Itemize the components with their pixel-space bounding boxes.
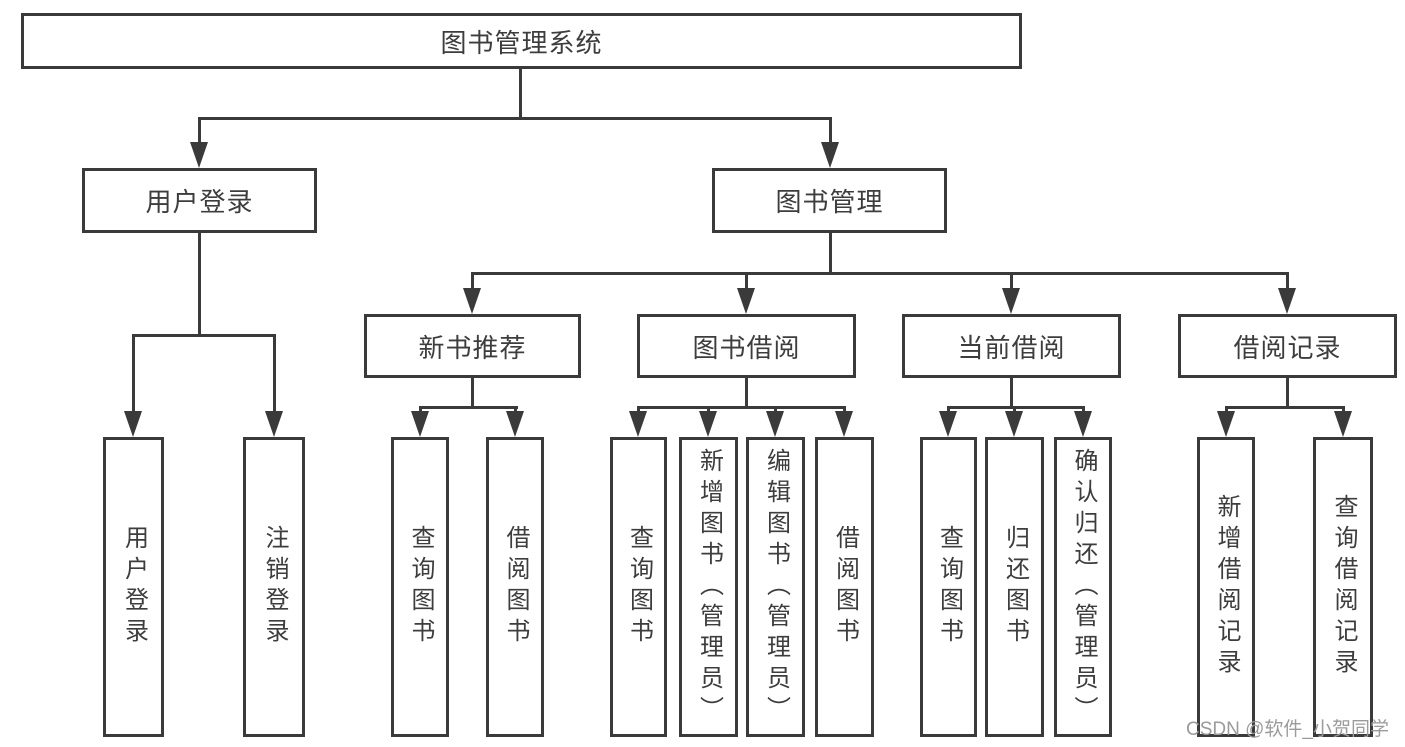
connector-drop-leaf-logout (273, 334, 276, 412)
connector-borrow-records-bar (1225, 406, 1344, 409)
connector-drop-book-management (829, 117, 832, 147)
connector-book-borrow-bar (637, 406, 846, 409)
connector-drop-new-book-recommend (471, 272, 474, 292)
arrow-to-current-query-icon (939, 411, 957, 437)
connector-root-trunk (519, 69, 522, 118)
connector-root-bar (198, 117, 832, 120)
arrow-to-recommend-borrow-icon (506, 411, 524, 437)
node-root-library-management-system: 图书管理系统 (21, 13, 1022, 69)
arrow-to-current-return-icon (1005, 411, 1023, 437)
node-book-management: 图书管理 (712, 168, 947, 233)
arrow-to-book-management-icon (821, 142, 839, 168)
arrow-to-borrow-borrow-icon (835, 411, 853, 437)
leaf-logout-login: 注销登录 (243, 437, 305, 737)
arrow-to-leaf-user-login-icon (124, 411, 142, 437)
node-book-borrow: 图书借阅 (637, 314, 856, 378)
node-new-book-recommend: 新书推荐 (364, 314, 581, 378)
connector-drop-current-borrow (1010, 272, 1013, 292)
connector-user-login-stub (198, 233, 201, 335)
connector-level3-bar (471, 272, 1289, 275)
watermark: CSDN @软件_小贺同学 (1186, 719, 1389, 740)
arrow-to-borrow-records-icon (1278, 288, 1296, 314)
arrow-to-recommend-query-icon (411, 411, 429, 437)
arrow-to-user-login-icon (190, 142, 208, 168)
connector-book-borrow-stub (745, 378, 748, 407)
leaf-borrow-add-books-admin: 新增图书（管理员） (679, 437, 738, 737)
node-user-login: 用户登录 (82, 168, 317, 233)
arrow-to-current-borrow-icon (1002, 288, 1020, 314)
arrow-to-new-book-recommend-icon (463, 288, 481, 314)
arrow-to-borrow-edit-icon (766, 411, 784, 437)
connector-book-management-stub (829, 233, 832, 273)
leaf-current-confirm-return-admin: 确认归还（管理员） (1054, 437, 1112, 737)
connector-new-book-recommend-bar (419, 406, 518, 409)
connector-drop-borrow-records (1286, 272, 1289, 292)
arrow-to-current-confirm-icon (1074, 411, 1092, 437)
connector-drop-leaf-user-login (132, 334, 135, 412)
arrow-to-book-borrow-icon (737, 288, 755, 314)
connector-current-borrow-stub (1010, 378, 1013, 407)
connector-drop-user-login (198, 117, 201, 147)
node-current-borrow: 当前借阅 (902, 314, 1121, 378)
arrow-to-records-query-icon (1334, 411, 1352, 437)
arrow-to-leaf-logout-icon (265, 411, 283, 437)
connector-drop-book-borrow (745, 272, 748, 292)
node-borrow-records: 借阅记录 (1178, 314, 1397, 378)
leaf-borrow-query-books: 查询图书 (610, 437, 667, 737)
leaf-recommend-query-books: 查询图书 (391, 437, 449, 737)
connector-new-book-recommend-stub (471, 378, 474, 407)
connector-borrow-records-stub (1286, 378, 1289, 407)
leaf-records-query-borrow-record: 查询借阅记录 (1313, 437, 1373, 737)
arrow-to-borrow-add-icon (699, 411, 717, 437)
arrow-to-records-add-icon (1217, 411, 1235, 437)
leaf-recommend-borrow-books: 借阅图书 (486, 437, 544, 737)
leaf-user-login: 用户登录 (103, 437, 164, 737)
leaf-current-query-books: 查询图书 (920, 437, 977, 737)
leaf-borrow-borrow-books: 借阅图书 (815, 437, 874, 737)
leaf-records-add-borrow-record: 新增借阅记录 (1197, 437, 1255, 737)
arrow-to-borrow-query-icon (629, 411, 647, 437)
leaf-borrow-edit-books-admin: 编辑图书（管理员） (746, 437, 805, 737)
connector-user-login-bar (132, 334, 276, 337)
leaf-current-return-books: 归还图书 (985, 437, 1044, 737)
